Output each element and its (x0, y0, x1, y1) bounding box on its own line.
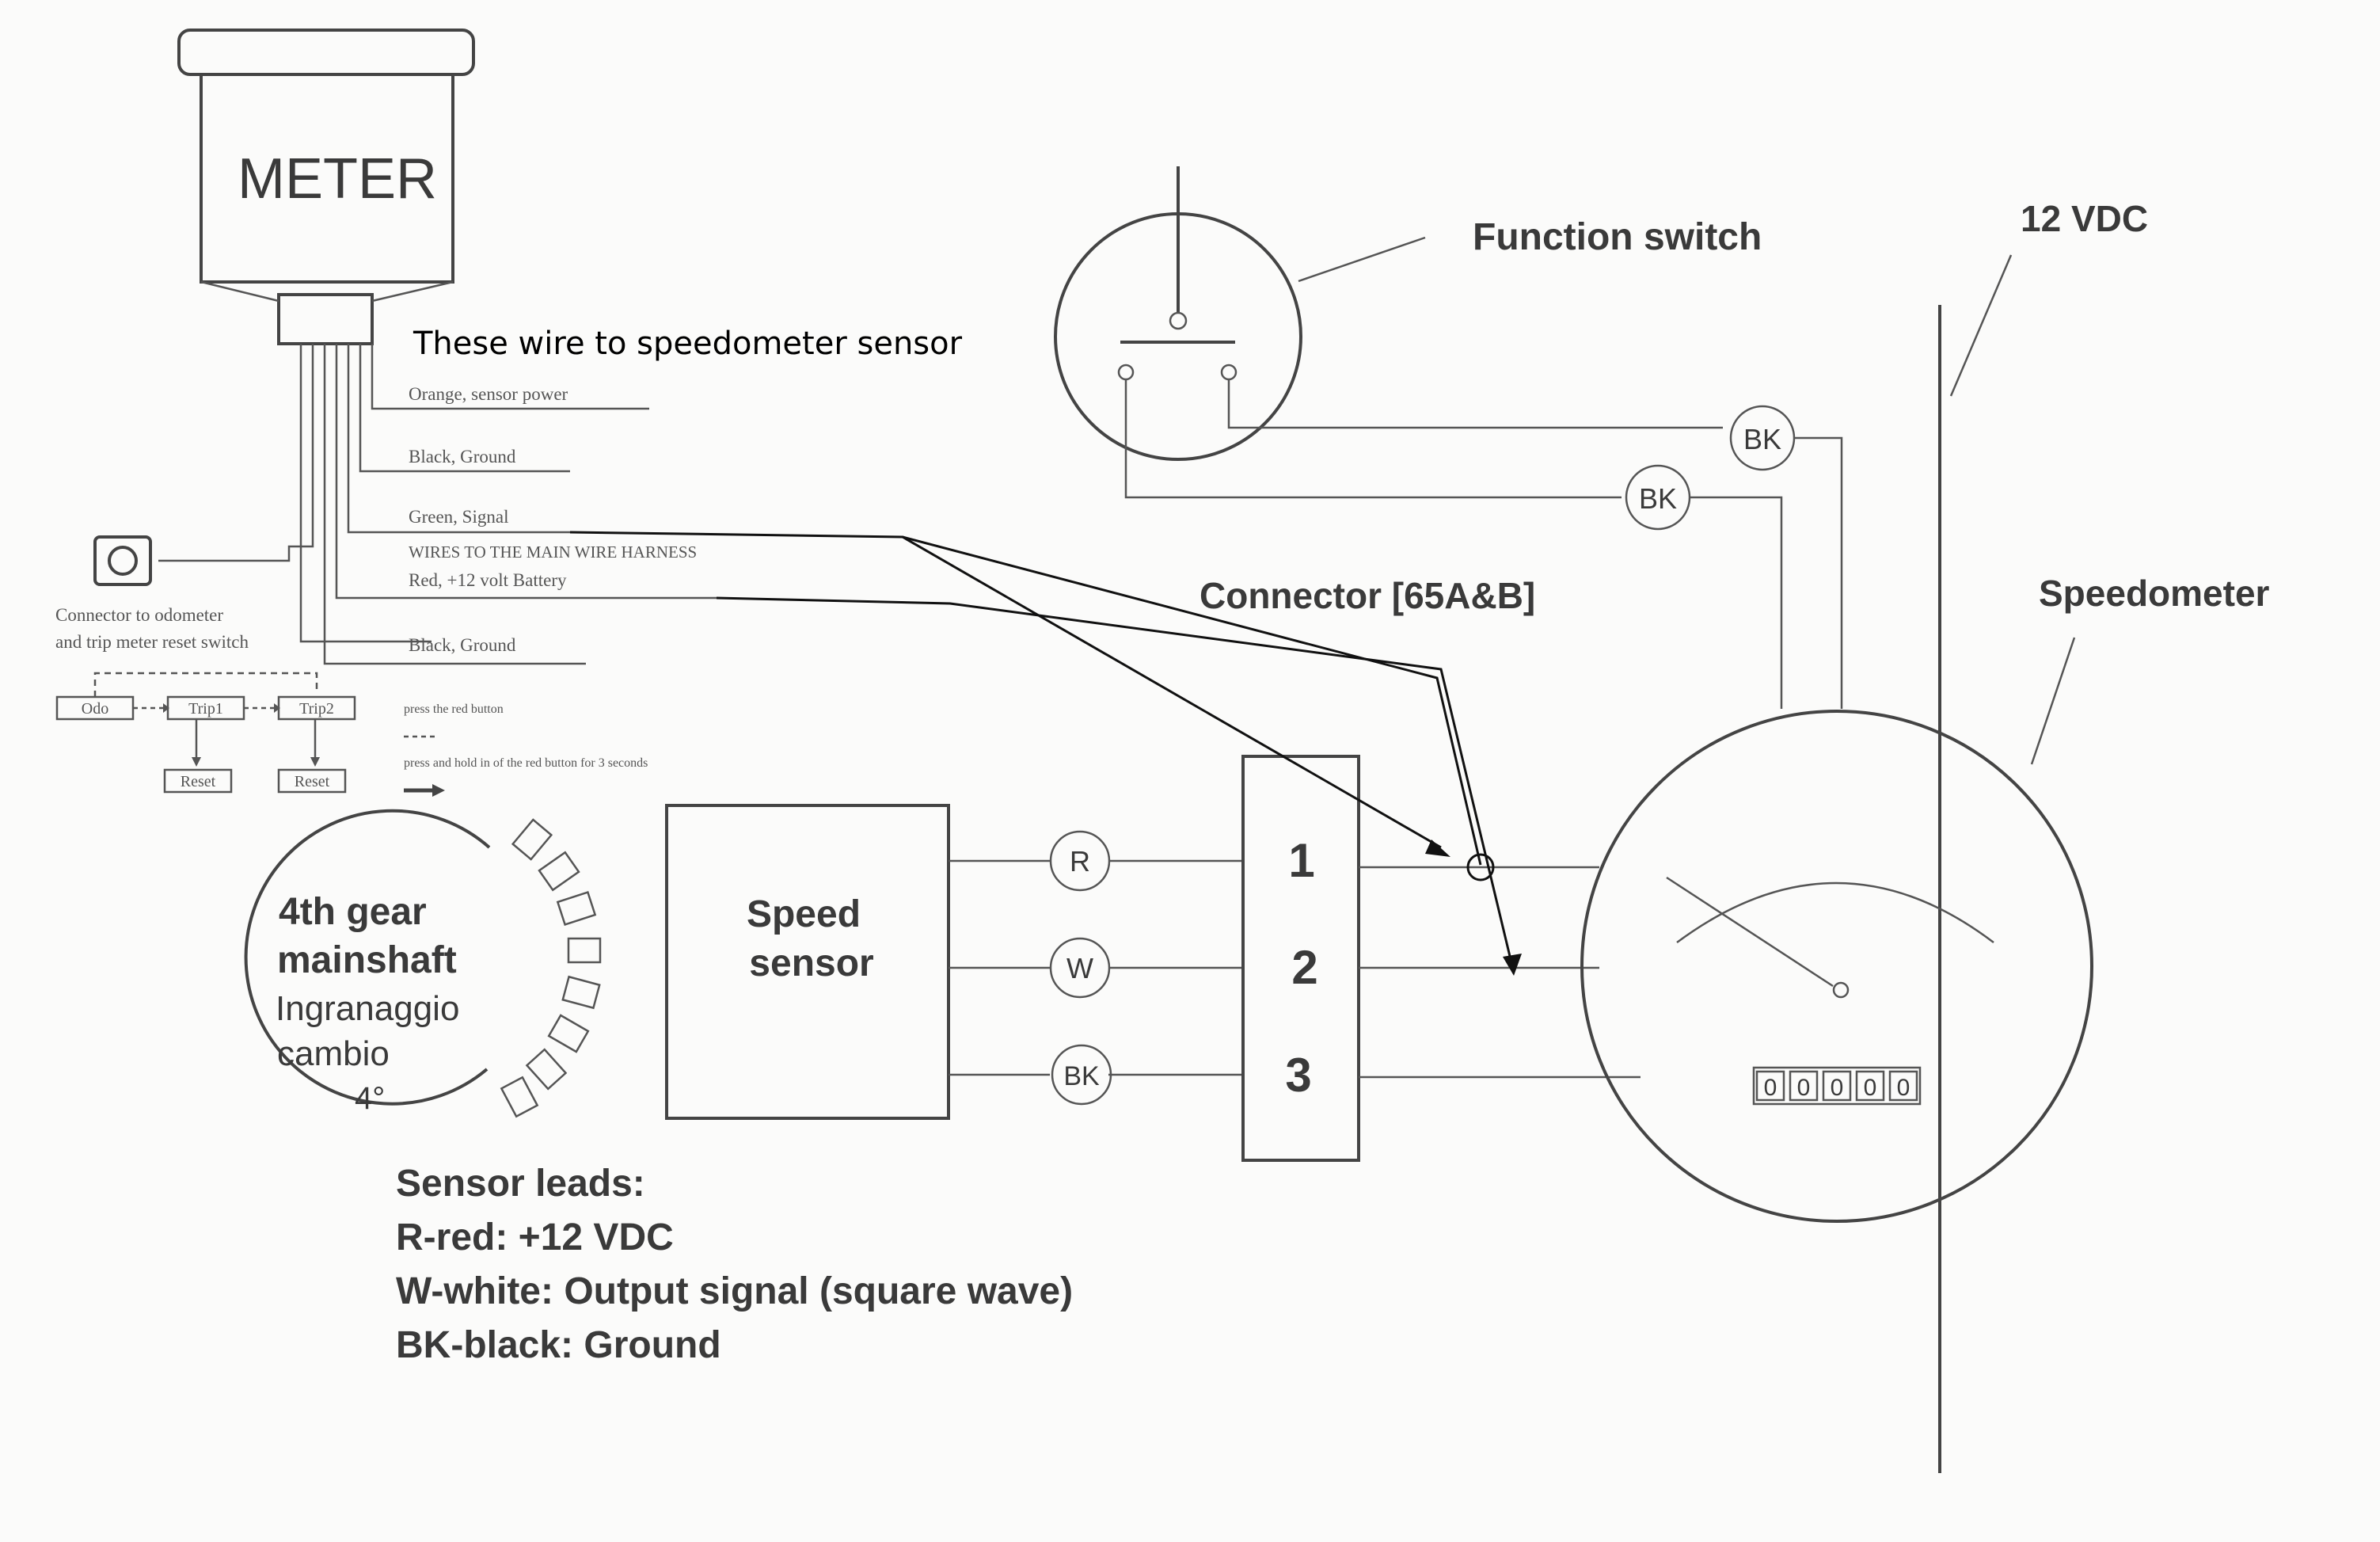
wire-label-black-ground-2: Black, Ground (409, 635, 516, 655)
lead-badge-r-text: R (1070, 845, 1090, 878)
legend-title: Sensor leads: (396, 1163, 645, 1205)
wire-label-red-battery: Red, +12 volt Battery (409, 570, 567, 590)
lead-badge-w-text: W (1066, 952, 1093, 984)
connector-pin-3: 3 (1285, 1049, 1311, 1102)
sensor-wire-annotation: These wire to speedometer sensor (413, 326, 963, 362)
meter-plug (277, 293, 374, 345)
speed-sensor: Speed sensor (665, 804, 950, 1120)
vdc-line: 12 VDC (1938, 198, 2148, 1473)
gear-label-4: cambio (277, 1034, 390, 1073)
flow-reset2-box (277, 768, 347, 794)
meter-label: METER (238, 147, 437, 211)
legend-r: R-red: +12 VDC (396, 1216, 674, 1258)
gear-label-2: mainshaft (277, 939, 457, 981)
odometer-digit: 0 (1864, 1075, 1877, 1101)
odometer-digit-box (1822, 1070, 1852, 1102)
reset-connector-icon (108, 546, 138, 576)
power-arrow (902, 535, 1482, 866)
speedometer-label: Speedometer (2039, 573, 2270, 614)
odometer-digit: 0 (1897, 1075, 1910, 1101)
reset-connector (93, 535, 152, 586)
speed-sensor-box (665, 804, 950, 1120)
odometer-digit: 0 (1764, 1075, 1777, 1101)
flow-legend-hold: press and hold in of the red button for … (404, 756, 648, 770)
meter-bezel (177, 29, 475, 76)
bk-badge-2-text: BK (1639, 482, 1677, 515)
wire-label-black-ground: Black, Ground (409, 447, 516, 466)
gear-outline (244, 809, 491, 1106)
meter-body (200, 73, 454, 284)
lead-badge-w (1049, 937, 1111, 999)
function-switch-label: Function switch (1473, 216, 1762, 258)
odometer-digit-box (1789, 1070, 1819, 1102)
connector-note-1: Connector to odometer (55, 605, 223, 625)
flow-legend-press: press the red button (404, 702, 504, 716)
meter-wire-bundle (158, 344, 717, 665)
annotation-arrows (569, 531, 1522, 976)
gear-teeth (500, 818, 602, 1118)
connector-note-2: and trip meter reset switch (55, 632, 249, 652)
wire-label-harness: WIRES TO THE MAIN WIRE HARNESS (409, 543, 697, 562)
flow-reset1: Reset (181, 773, 216, 790)
sensor-leads-legend: Sensor leads: R-red: +12 VDC W-white: Ou… (396, 1163, 1073, 1366)
connector-pin-2: 2 (1291, 941, 1317, 994)
trip-flow: Odo Trip1 Trip2 Reset Reset press the re… (55, 672, 648, 797)
flow-odo: Odo (82, 700, 108, 718)
wire-label-green-signal: Green, Signal (409, 507, 508, 527)
legend-w: W-white: Output signal (square wave) (396, 1270, 1073, 1312)
odometer-digit: 0 (1831, 1075, 1844, 1101)
connector-box (1241, 755, 1360, 1162)
vdc-label: 12 VDC (2021, 198, 2148, 239)
flow-trip1: Trip1 (188, 700, 223, 718)
connector-65ab: 1 2 3 Connector [65A&B] (1200, 575, 1535, 1162)
wire-label-orange: Orange, sensor power (409, 384, 568, 404)
odometer-digit-box (1855, 1070, 1885, 1102)
speedometer-dial (1580, 710, 2093, 1223)
odometer-digit-box (1755, 1070, 1785, 1102)
connector-label: Connector [65A&B] (1200, 575, 1535, 616)
speed-sensor-label-2: sensor (749, 942, 873, 984)
bk-badges: BK BK (1625, 405, 1843, 709)
sensor-leads: R W BK (949, 830, 1243, 1106)
lead-badge-bk-text: BK (1063, 1061, 1100, 1091)
odometer-digit: 0 (1797, 1075, 1811, 1101)
odometer-digit-box (1888, 1070, 1918, 1102)
bk-badge-1-text: BK (1743, 423, 1781, 455)
speedometer-scale (1676, 881, 1994, 944)
function-switch: Function switch (1054, 166, 1762, 499)
gear-mainshaft: 4th gear mainshaft Ingranaggio cambio 4° (244, 809, 602, 1118)
legend-bk: BK-black: Ground (396, 1324, 721, 1366)
meter-unit: METER These wire to speedometer sensor O… (55, 29, 963, 665)
lead-badge-bk (1051, 1044, 1112, 1106)
speedometer-leads (1359, 866, 1641, 1079)
connector-pin-1: 1 (1288, 834, 1314, 887)
flow-trip2: Trip2 (299, 700, 334, 718)
gear-label-1: 4th gear (279, 891, 427, 933)
red-battery-arrow (716, 596, 1514, 967)
gear-label-5: 4° (355, 1081, 385, 1116)
flow-reset2: Reset (295, 773, 330, 790)
flow-reset1-box (163, 768, 233, 794)
lead-badge-r (1049, 830, 1111, 892)
speedometer-needle (1666, 876, 1834, 988)
speed-sensor-label-1: Speed (747, 893, 861, 935)
gear-label-3: Ingranaggio (276, 989, 459, 1028)
